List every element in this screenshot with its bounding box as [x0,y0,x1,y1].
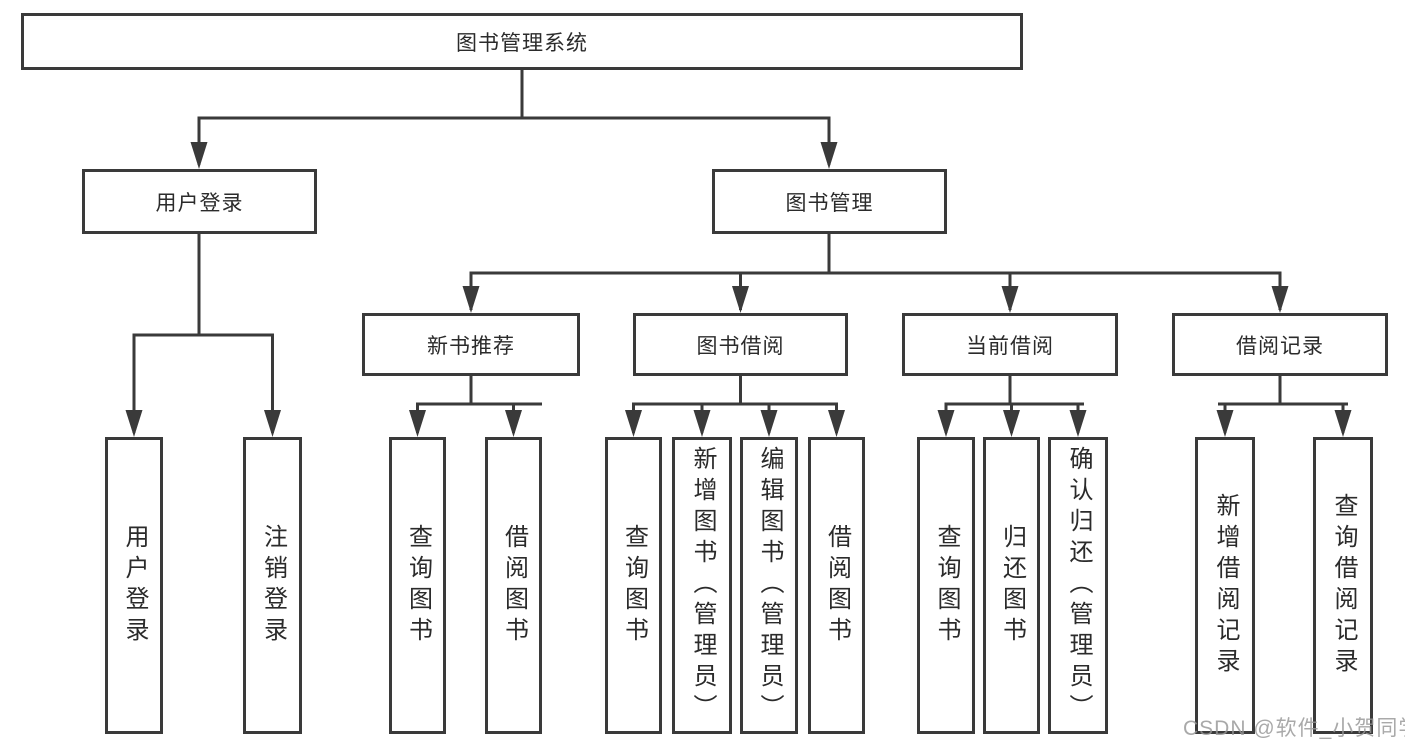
node-current-borrow-label: 当前借阅 [966,334,1054,358]
node-leaf-nbr-borrow-books: 借阅图书 [485,437,542,734]
node-leaf-user-login-label: 用户登录 [121,523,148,648]
node-leaf-nbr-borrow-books-label: 借阅图书 [500,523,528,648]
node-leaf-bb-query-books: 查询图书 [605,437,662,734]
node-leaf-br-add-record-label: 新增借阅记录 [1212,492,1239,679]
node-leaf-cb-confirm-return-admin: 确认归还（管理员） [1048,437,1108,734]
node-leaf-cb-return-books-label: 归还图书 [998,523,1026,648]
node-leaf-cb-return-books: 归还图书 [983,437,1040,734]
node-leaf-br-query-record-label: 查询借阅记录 [1330,492,1357,679]
node-leaf-cb-query-books-label: 查询图书 [933,523,960,648]
node-leaf-br-add-record: 新增借阅记录 [1195,437,1255,734]
node-leaf-bb-query-books-label: 查询图书 [620,523,648,648]
node-book-borrow-label: 图书借阅 [696,334,785,358]
edge-userlogin-to-children [132,234,274,433]
edge-newbook-to-children [416,375,542,433]
node-leaf-nbr-query-books: 查询图书 [389,437,446,734]
node-user-login: 用户登录 [82,169,317,234]
watermark-text: CSDN @软件_小贺同学 [1183,717,1405,740]
edge-records-to-children [1218,375,1348,433]
node-book-borrow: 图书借阅 [633,313,848,376]
node-leaf-bb-edit-books-admin-label: 编辑图书（管理员） [756,446,783,725]
node-leaf-bb-edit-books-admin: 编辑图书（管理员） [740,437,798,734]
node-new-book-recommend-label: 新书推荐 [427,334,515,358]
node-leaf-logout: 注销登录 [243,437,302,734]
node-current-borrow: 当前借阅 [902,313,1118,376]
arrowheads [125,142,1352,437]
node-root: 图书管理系统 [21,13,1023,70]
node-leaf-cb-query-books: 查询图书 [917,437,975,734]
node-leaf-bb-add-books-admin-label: 新增图书（管理员） [689,446,716,725]
node-root-label: 图书管理系统 [456,31,588,55]
node-leaf-bb-borrow-books-label: 借阅图书 [823,523,851,648]
node-borrow-records-label: 借阅记录 [1236,334,1324,358]
edge-root-to-level1 [197,69,831,165]
edge-bookborrow-to-children [632,375,838,433]
node-user-login-label: 用户登录 [155,191,244,215]
node-leaf-bb-add-books-admin: 新增图书（管理员） [672,437,732,734]
node-leaf-br-query-record: 查询借阅记录 [1313,437,1373,734]
node-borrow-records: 借阅记录 [1172,313,1388,376]
node-leaf-user-login: 用户登录 [105,437,163,734]
node-book-management: 图书管理 [712,169,947,234]
node-leaf-cb-confirm-return-admin-label: 确认归还（管理员） [1065,446,1092,725]
edge-bookmgmt-to-level2 [469,234,1282,310]
node-leaf-logout-label: 注销登录 [259,523,287,648]
node-leaf-bb-borrow-books: 借阅图书 [808,437,865,734]
node-book-management-label: 图书管理 [785,191,874,215]
node-leaf-nbr-query-books-label: 查询图书 [404,523,432,648]
node-new-book-recommend: 新书推荐 [362,313,580,376]
